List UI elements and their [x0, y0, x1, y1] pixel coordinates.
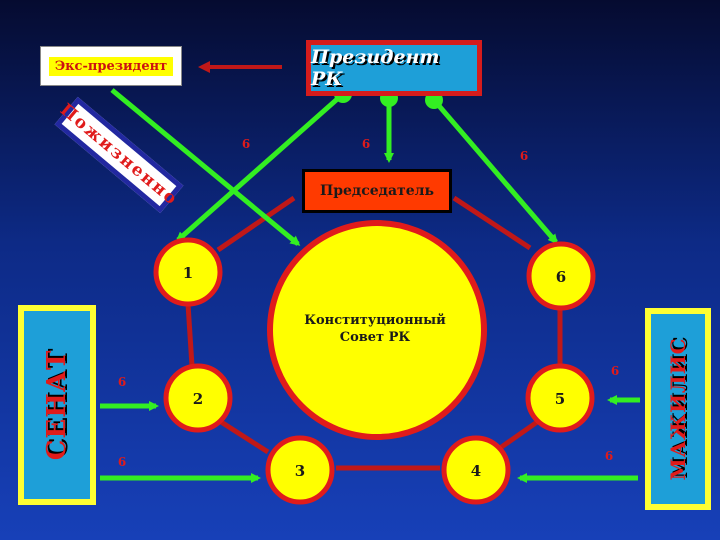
member-number-5: 5	[555, 390, 565, 408]
mazhilis-box: МАЖИЛИС	[645, 308, 711, 510]
arrow-president-to-member-1	[175, 92, 345, 242]
term-label-senate-upper: 6	[118, 375, 126, 389]
ex-president-box: Экс-президент	[40, 46, 182, 86]
term-label-mazhilis-lower: 6	[605, 449, 613, 463]
term-label-right: 6	[520, 149, 528, 163]
member-node-4	[441, 435, 511, 505]
member-number-4: 4	[471, 462, 481, 480]
mazhilis-label: МАЖИЛИС	[666, 337, 690, 481]
term-label-center: 6	[362, 137, 370, 151]
term-label-mazhilis-upper: 6	[611, 364, 619, 378]
member-number-3: 3	[295, 462, 305, 480]
ring-link-4-5	[498, 417, 542, 451]
ring-link-1-2	[185, 303, 195, 367]
ring-link-chairman-6	[452, 195, 532, 251]
member-number-1: 1	[183, 264, 193, 282]
member-number-6: 6	[556, 268, 566, 286]
appointment-arrows	[100, 88, 640, 483]
arrow-ex-president-to-council	[110, 88, 301, 246]
senate-box: СЕНАТ	[18, 305, 96, 505]
term-label-senate-lower: 6	[118, 455, 126, 469]
member-node-2	[163, 363, 233, 433]
constitutional-council-circle	[267, 220, 487, 440]
president-box: Президент РК	[306, 40, 482, 96]
chairman-box: Председатель	[302, 169, 452, 213]
ring-link-2-3	[216, 417, 270, 455]
member-ring	[185, 195, 563, 471]
member-node-6	[526, 241, 596, 311]
member-nodes	[153, 237, 596, 505]
member-node-1	[153, 237, 223, 307]
president-label: Президент РК	[311, 46, 440, 90]
member-node-5	[525, 363, 595, 433]
chairman-label: Председатель	[319, 183, 435, 199]
member-number-2: 2	[193, 390, 203, 408]
term-labels: 6 6 6 6 6 6 6	[118, 137, 619, 469]
council-label: Конституционный Совет РК	[280, 312, 470, 346]
council-label-line1: Конституционный	[304, 313, 446, 328]
member-node-3	[265, 435, 335, 505]
senate-label: СЕНАТ	[42, 349, 72, 461]
council-label-line2: Совет РК	[339, 330, 411, 345]
term-label-left: 6	[242, 137, 250, 151]
member-numbers: 1 2 3 4 5 6	[183, 264, 566, 480]
ring-link-1-chairman	[216, 195, 296, 253]
arrow-president-to-member-6	[432, 98, 558, 245]
ex-president-label: Экс-президент	[48, 56, 174, 76]
